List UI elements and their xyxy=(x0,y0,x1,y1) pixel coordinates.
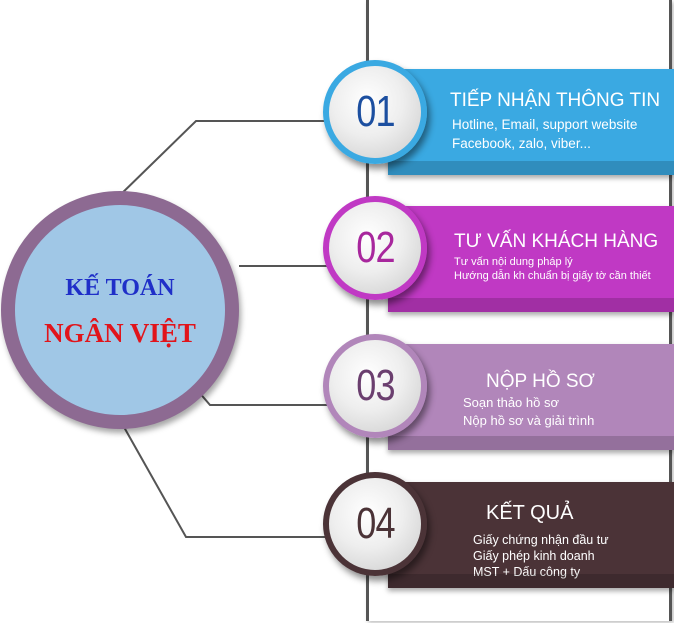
step-1-number: 01 xyxy=(355,87,395,136)
step-3-number: 03 xyxy=(355,361,395,410)
step-4-detail-2: Giấy phép kinh doanh xyxy=(473,549,595,563)
step-3-number-badge: 03 xyxy=(323,334,427,438)
step-4-bar: KẾT QUẢ Giấy chứng nhận đầu tư Giấy phép… xyxy=(388,482,674,588)
hub-title-line-2: NGÂN VIỆT xyxy=(44,318,196,348)
hub-title-line-1: KẾ TOÁN xyxy=(65,275,175,301)
connector-step-1 xyxy=(114,120,328,201)
step-1-bar: TIẾP NHẬN THÔNG TIN Hotline, Email, supp… xyxy=(388,69,674,175)
step-2-number: 02 xyxy=(355,223,395,272)
step-2-detail-2: Hướng dẫn kh chuẩn bị giấy tờ cần thiết xyxy=(454,270,651,282)
step-2-detail-1: Tư vấn nội dung pháp lý xyxy=(454,256,573,268)
step-4-number: 04 xyxy=(355,499,395,548)
step-1-detail-2: Facebook, zalo, viber... xyxy=(452,136,591,151)
connector-step-4 xyxy=(119,419,328,538)
step-3-detail-1: Soạn thảo hồ sơ xyxy=(463,395,559,410)
step-2-number-badge: 02 xyxy=(323,196,427,300)
step-4-title: KẾT QUẢ xyxy=(486,502,574,524)
step-4-number-badge: 04 xyxy=(323,472,427,576)
step-2-bar: TƯ VẤN KHÁCH HÀNG Tư vấn nội dung pháp l… xyxy=(388,206,674,312)
step-1-detail-1: Hotline, Email, support website xyxy=(452,117,638,132)
company-hub-circle: KẾ TOÁN NGÂN VIỆT xyxy=(1,191,239,429)
step-4-detail-3: MST + Dấu công ty xyxy=(473,565,581,579)
step-2-title: TƯ VẤN KHÁCH HÀNG xyxy=(454,231,659,252)
step-3-title: NỘP HỒ SƠ xyxy=(486,371,595,392)
step-4-detail-1: Giấy chứng nhận đầu tư xyxy=(473,533,609,547)
step-1-title: TIẾP NHẬN THÔNG TIN xyxy=(450,90,661,111)
step-3-bar: NỘP HỒ SƠ Soạn thảo hồ sơ Nộp hồ sơ và g… xyxy=(388,344,674,450)
step-1-number-badge: 01 xyxy=(323,60,427,164)
step-3-detail-2: Nộp hồ sơ và giải trình xyxy=(463,413,595,428)
